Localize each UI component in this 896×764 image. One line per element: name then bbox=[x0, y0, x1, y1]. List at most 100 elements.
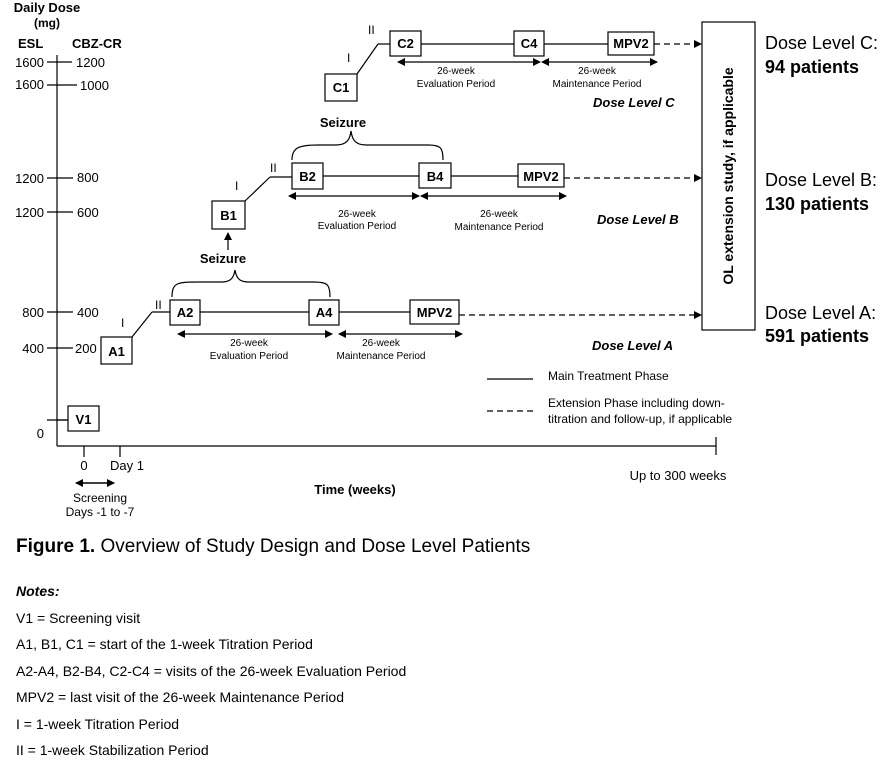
b-maint-weeks: 26-week bbox=[480, 209, 519, 220]
b-mpv2-box bbox=[517, 163, 565, 188]
y-axis-title: Daily Dose bbox=[14, 0, 80, 15]
study-design-diagram: Daily Dose (mg) ESL CBZ-CR 1600 1200 160… bbox=[14, 0, 878, 519]
legend-dashed-label: Extension Phase including down- bbox=[548, 396, 725, 410]
c2-label: C2 bbox=[397, 36, 414, 51]
y-tick-cbz: 400 bbox=[77, 305, 99, 320]
a2-label: A2 bbox=[177, 305, 194, 320]
a1-label: A1 bbox=[108, 344, 125, 359]
b1-label: B1 bbox=[220, 208, 237, 223]
b4-box bbox=[418, 162, 452, 189]
y-tick-esl: 0 bbox=[37, 426, 44, 441]
y-tick-cbz: 1000 bbox=[80, 78, 109, 93]
cbz-column-header: CBZ-CR bbox=[72, 36, 122, 51]
c-stabilization-mark: II bbox=[368, 23, 375, 37]
y-tick-esl: 1600 bbox=[15, 55, 44, 70]
x-day1-label: Day 1 bbox=[110, 458, 144, 473]
y-tick-2: 1600 1000 bbox=[15, 77, 109, 93]
y-tick-1: 1600 1200 bbox=[15, 55, 105, 70]
b-maint-text: Maintenance Period bbox=[455, 222, 544, 233]
c-eval-weeks: 26-week bbox=[437, 66, 476, 77]
b1-box bbox=[211, 200, 246, 230]
v1-box bbox=[67, 405, 100, 432]
a-maint-text: Maintenance Period bbox=[337, 351, 426, 362]
dose-level-a-label: Dose Level A bbox=[592, 338, 673, 353]
y-tick-esl: 800 bbox=[22, 305, 44, 320]
note-item: II = 1-week Stabilization Period bbox=[16, 742, 209, 758]
screening-label: Screening bbox=[73, 491, 127, 505]
y-tick-3: 1200 800 bbox=[15, 170, 99, 186]
y-tick-cbz: 1200 bbox=[76, 55, 105, 70]
dose-level-b-side: Dose Level B: bbox=[765, 170, 877, 190]
y-tick-cbz: 200 bbox=[75, 341, 97, 356]
x-zero-label: 0 bbox=[80, 458, 87, 473]
dose-level-b-patients: 130 patients bbox=[765, 194, 869, 214]
a-titration-mark: I bbox=[121, 316, 124, 330]
seizure-b-brace bbox=[291, 130, 444, 161]
c-titration-line bbox=[356, 43, 379, 75]
c-maint-text: Maintenance Period bbox=[553, 79, 642, 90]
dose-level-c-side: Dose Level C: bbox=[765, 33, 878, 53]
a-titration-line bbox=[131, 311, 153, 338]
notes-section: Notes: V1 = Screening visit A1, B1, C1 =… bbox=[16, 578, 406, 764]
legend-dashed-label-2: titration and follow-up, if applicable bbox=[548, 412, 732, 426]
note-item: A2-A4, B2-B4, C2-C4 = visits of the 26-w… bbox=[16, 662, 407, 679]
y-tick-6: 400 200 bbox=[22, 341, 96, 356]
legend-solid-label: Main Treatment Phase bbox=[548, 369, 669, 383]
figure-label: Figure 1. bbox=[16, 536, 96, 557]
a1-box bbox=[100, 336, 133, 365]
note-item: V1 = Screening visit bbox=[16, 609, 141, 626]
b-stabilization-mark: II bbox=[270, 161, 277, 175]
a4-box bbox=[308, 299, 340, 326]
y-tick-esl: 400 bbox=[22, 341, 44, 356]
b-eval-text: Evaluation Period bbox=[318, 221, 396, 232]
v1-label: V1 bbox=[76, 412, 92, 427]
c4-label: C4 bbox=[521, 36, 538, 51]
dose-level-b-label: Dose Level B bbox=[597, 212, 679, 227]
figure-title: Overview of Study Design and Dose Level … bbox=[100, 536, 531, 557]
dose-level-c-label: Dose Level C bbox=[593, 95, 675, 110]
screening-days: Days -1 to -7 bbox=[66, 505, 135, 519]
y-tick-7: 0 bbox=[37, 419, 68, 441]
y-tick-esl: 1600 bbox=[15, 77, 44, 92]
y-tick-cbz: 800 bbox=[77, 170, 99, 185]
note-item: MPV2 = last visit of the 26-week Mainten… bbox=[16, 689, 345, 705]
dose-level-a-side: Dose Level A: bbox=[765, 303, 876, 323]
y-tick-4: 1200 600 bbox=[15, 205, 99, 220]
seizure-a-label: Seizure bbox=[200, 251, 246, 266]
b-eval-weeks: 26-week bbox=[338, 209, 377, 220]
a-mpv2-box bbox=[409, 299, 460, 325]
c1-label: C1 bbox=[333, 80, 350, 95]
y-tick-cbz: 600 bbox=[77, 205, 99, 220]
notes-title: Notes: bbox=[16, 583, 60, 599]
c4-box bbox=[513, 30, 545, 57]
c2-box bbox=[389, 30, 422, 57]
note-item: A1, B1, C1 = start of the 1-week Titrati… bbox=[16, 636, 313, 652]
c-eval-text: Evaluation Period bbox=[417, 79, 495, 90]
a2-box bbox=[169, 299, 201, 326]
dose-level-a-patients: 591 patients bbox=[765, 326, 869, 346]
b2-label: B2 bbox=[299, 169, 316, 184]
b-titration-line bbox=[244, 176, 271, 202]
a-mpv2-label: MPV2 bbox=[417, 305, 452, 320]
x-end-label: Up to 300 weeks bbox=[630, 468, 727, 483]
esl-column-header: ESL bbox=[18, 36, 43, 51]
a-maint-weeks: 26-week bbox=[362, 338, 401, 349]
c1-box bbox=[324, 73, 358, 102]
y-tick-esl: 1200 bbox=[15, 171, 44, 186]
ol-extension-label: OL extension study, if applicable bbox=[720, 67, 736, 285]
a-eval-weeks: 26-week bbox=[230, 338, 269, 349]
a-stabilization-mark: II bbox=[155, 298, 162, 312]
figure-caption: Figure 1. Overview of Study Design and D… bbox=[16, 536, 530, 558]
y-axis-unit: (mg) bbox=[34, 16, 60, 30]
b4-label: B4 bbox=[427, 169, 444, 184]
seizure-b-label: Seizure bbox=[320, 115, 366, 130]
ol-extension-box bbox=[701, 21, 756, 331]
c-titration-mark: I bbox=[347, 51, 350, 65]
c-maint-weeks: 26-week bbox=[578, 66, 617, 77]
a4-label: A4 bbox=[316, 305, 333, 320]
b-titration-mark: I bbox=[235, 179, 238, 193]
c-mpv2-label: MPV2 bbox=[613, 36, 648, 51]
a-eval-text: Evaluation Period bbox=[210, 351, 288, 362]
dose-level-c-patients: 94 patients bbox=[765, 57, 859, 77]
seizure-a-brace bbox=[171, 269, 331, 298]
